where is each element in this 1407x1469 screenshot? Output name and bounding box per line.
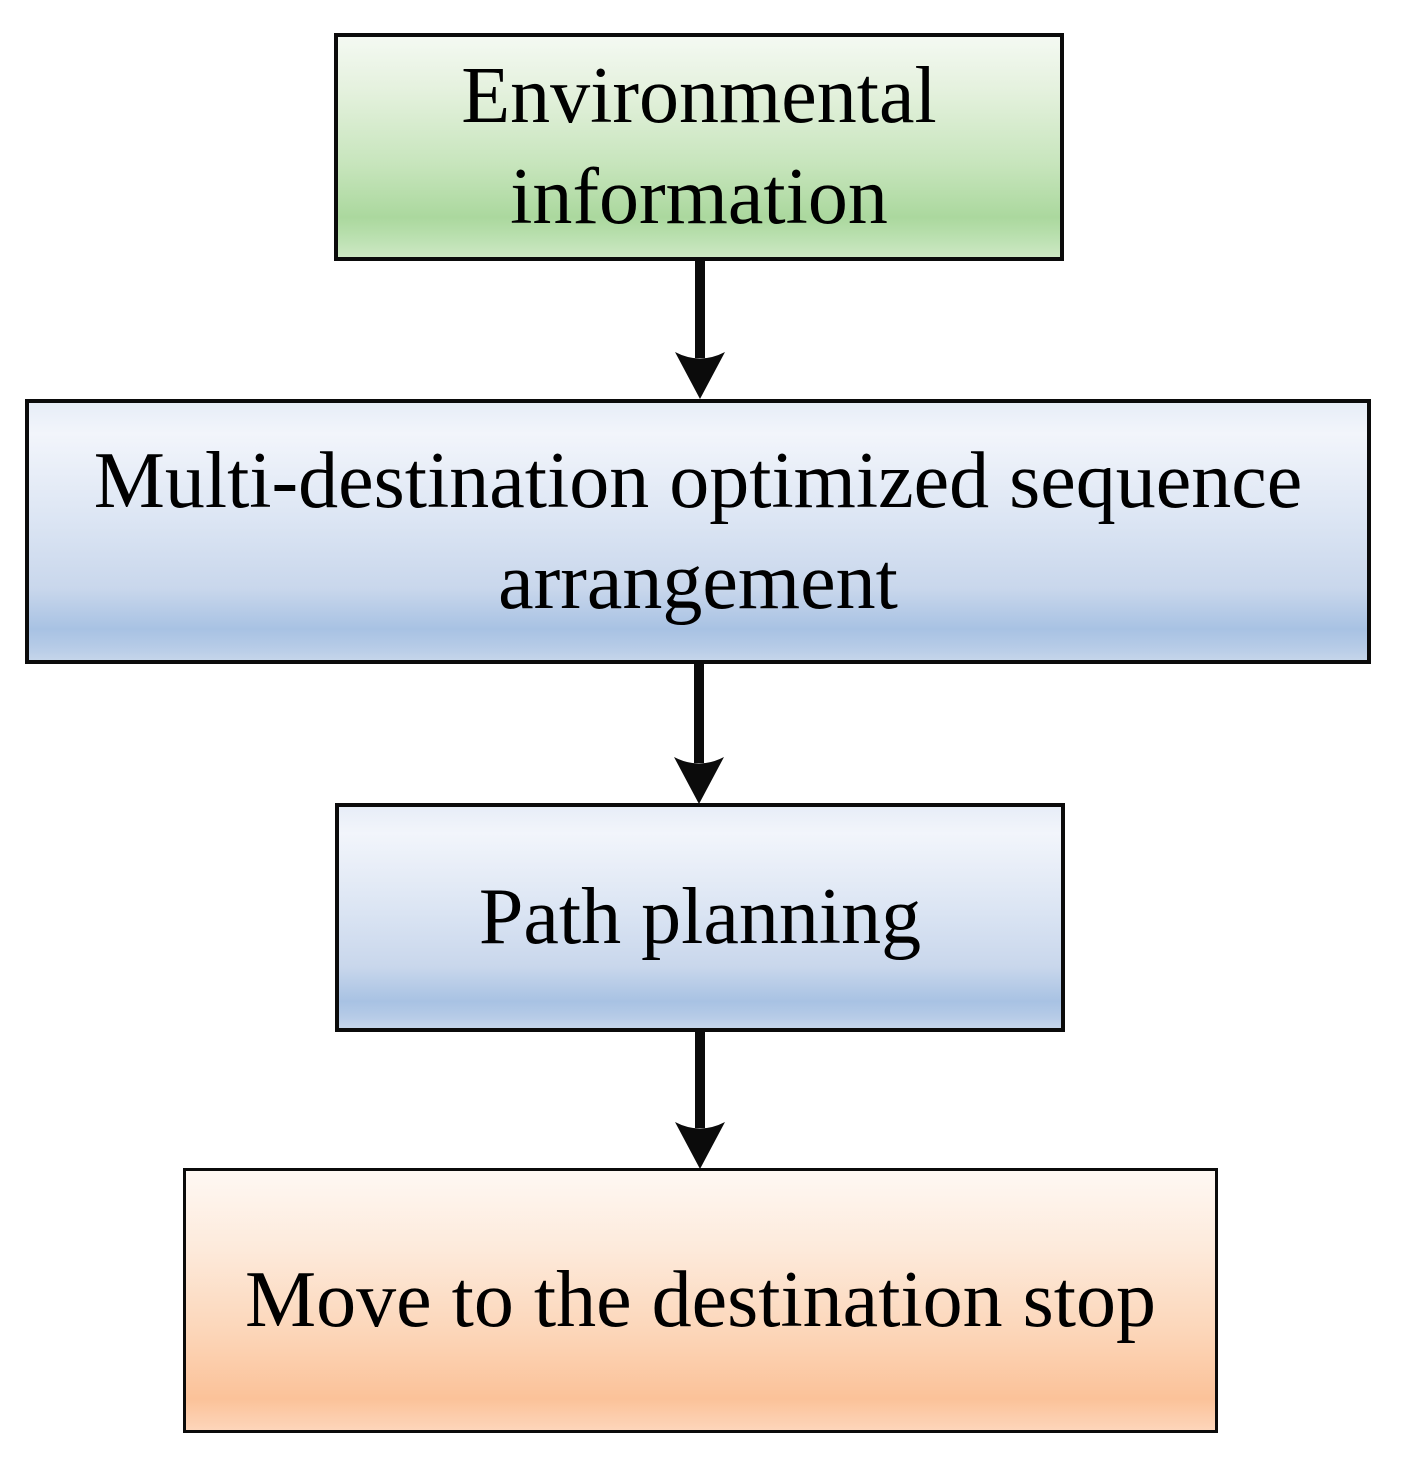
node-environmental-information: Environmental information (334, 33, 1064, 261)
arrow-head-icon (674, 757, 724, 804)
connector-arrow-1 (675, 261, 725, 399)
arrow-head-icon (675, 352, 725, 399)
node-label-line: Path planning (478, 873, 922, 962)
node-move-to-the-destination-stop: Move to the destination stop (183, 1168, 1218, 1433)
node-label-line: Move to the destination stop (244, 1256, 1156, 1345)
node-label-line: arrangement (498, 537, 898, 626)
connector-arrow-3 (675, 1032, 725, 1169)
node-label-line: Environmental (461, 52, 937, 141)
node-label-line: Multi-destination optimized sequence (93, 436, 1303, 525)
node-multi-destination-optimized-sequence-arrangement: Multi-destination optimized sequence arr… (25, 399, 1371, 664)
connector-arrow-2 (674, 664, 724, 804)
arrow-head-icon (675, 1122, 725, 1169)
node-label-line: information (510, 153, 888, 241)
node-path-planning: Path planning (335, 803, 1065, 1032)
